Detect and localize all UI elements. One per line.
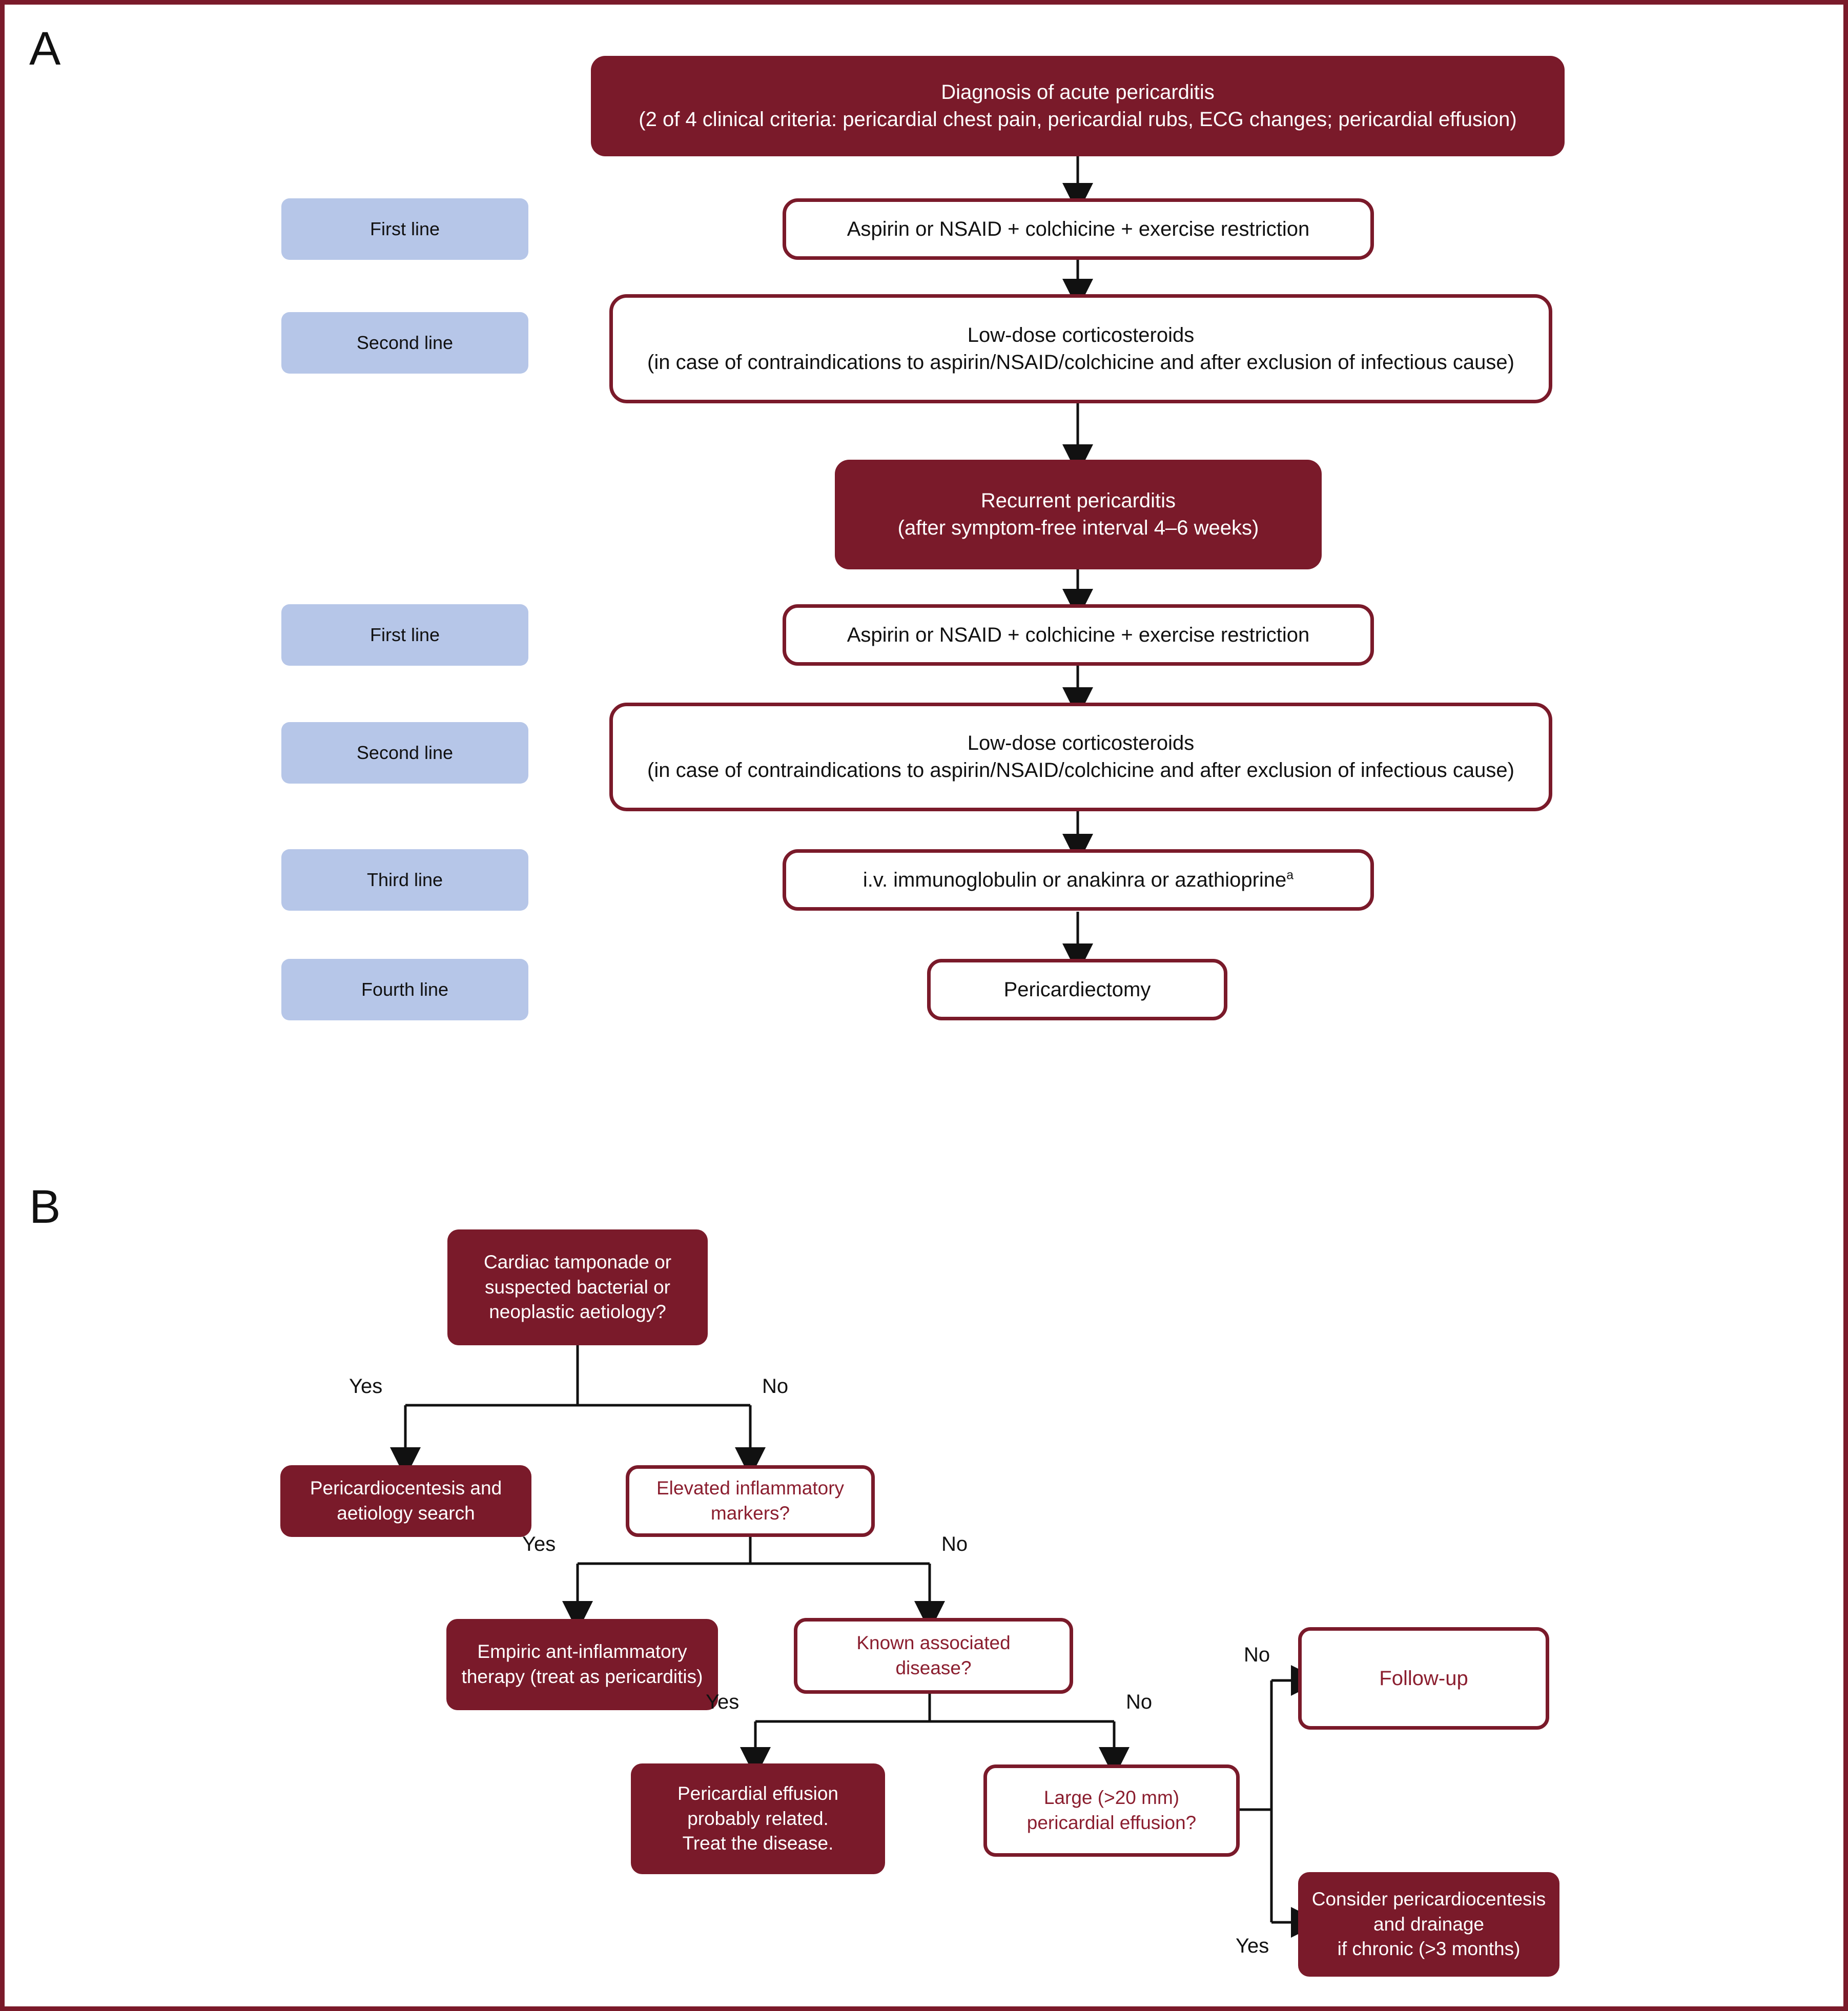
node-label-line1: Known associated: [856, 1632, 1011, 1654]
tag-label: Third line: [366, 869, 443, 890]
node-label: Follow-up: [1379, 1667, 1468, 1690]
node-second-line-therapy-recurrent: Low-dose corticosteroids (in case of con…: [609, 703, 1552, 811]
node-label-line2: markers?: [710, 1503, 790, 1524]
tag-third-line: Third line: [281, 849, 528, 911]
node-label-line2: probably related.: [687, 1808, 829, 1829]
footnote-marker: a: [1286, 868, 1294, 883]
node-diagnosis-line1: Diagnosis of acute pericarditis: [941, 81, 1215, 104]
node-first-line-therapy-recurrent: Aspirin or NSAID + colchicine + exercise…: [783, 604, 1374, 666]
edge-label-inflammatory-yes: Yes: [522, 1533, 556, 1555]
node-label: Pericardiectomy: [1003, 978, 1151, 1001]
node-label-line1: Cardiac tamponade or: [483, 1251, 672, 1273]
node-third-line-therapy: i.v. immunoglobulin or anakinra or azath…: [783, 849, 1374, 911]
node-label: Aspirin or NSAID + colchicine + exercise…: [847, 623, 1310, 646]
tag-label: First line: [369, 218, 440, 239]
node-label-line1: Empiric ant-inflammatory: [477, 1641, 687, 1663]
node-inflammatory-markers-question: Elevated inflammatory markers?: [626, 1465, 875, 1537]
node-label-line1: Low-dose corticosteroids: [967, 323, 1195, 346]
node-recurrent-pericarditis: Recurrent pericarditis (after symptom-fr…: [835, 460, 1322, 569]
tag-label: Fourth line: [361, 979, 449, 1000]
edge-label-root-yes: Yes: [349, 1375, 383, 1398]
panel-letter-b: B: [29, 1181, 61, 1233]
node-label-line1: Pericardial effusion: [677, 1782, 838, 1804]
node-label-line1: Consider pericardiocentesis: [1311, 1888, 1546, 1910]
tag-label: First line: [369, 624, 440, 645]
node-label-line2: (in case of contraindications to aspirin…: [647, 759, 1514, 782]
node-effusion-related: Pericardial effusion probably related. T…: [631, 1763, 885, 1874]
node-fourth-line-therapy: Pericardiectomy: [927, 959, 1227, 1020]
edge-label-large-no: No: [1244, 1644, 1270, 1666]
node-diagnosis: Diagnosis of acute pericarditis (2 of 4 …: [591, 56, 1565, 156]
node-label-line1: Recurrent pericarditis: [980, 489, 1176, 512]
node-label: Aspirin or NSAID + colchicine + exercise…: [847, 217, 1310, 240]
node-consider-pericardiocentesis: Consider pericardiocentesis and drainage…: [1298, 1872, 1559, 1977]
node-large-effusion-question: Large (>20 mm) pericardial effusion?: [983, 1764, 1240, 1857]
tag-label: Second line: [356, 332, 454, 353]
node-label-line2: (after symptom-free interval 4–6 weeks): [897, 517, 1259, 539]
tag-fourth-line: Fourth line: [281, 959, 528, 1020]
node-follow-up: Follow-up: [1298, 1627, 1549, 1730]
edge-label-inflammatory-no: No: [941, 1533, 968, 1555]
tag-second-line-recurrent: Second line: [281, 722, 528, 784]
node-diagnosis-line2: (2 of 4 clinical criteria: pericardial c…: [639, 108, 1517, 131]
node-label-text: i.v. immunoglobulin or anakinra or azath…: [863, 868, 1287, 891]
tag-first-line-recurrent: First line: [281, 604, 528, 666]
edge-label-large-yes: Yes: [1236, 1935, 1269, 1957]
node-label-line2: (in case of contraindications to aspirin…: [647, 351, 1514, 374]
node-pericardiocentesis-aetiology: Pericardiocentesis and aetiology search: [280, 1465, 531, 1537]
tag-first-line-acute: First line: [281, 198, 528, 260]
edge-label-known-yes: Yes: [706, 1691, 740, 1713]
node-tamponade-question: Cardiac tamponade or suspected bacterial…: [447, 1229, 708, 1345]
node-label-line2: and drainage: [1373, 1913, 1485, 1935]
node-label-line2: therapy (treat as pericarditis): [461, 1666, 703, 1687]
node-first-line-therapy: Aspirin or NSAID + colchicine + exercise…: [783, 198, 1374, 260]
node-label-line1: Elevated inflammatory: [656, 1478, 845, 1499]
node-label-line3: if chronic (>3 months): [1337, 1938, 1521, 1960]
node-known-disease-question: Known associated disease?: [794, 1618, 1073, 1694]
node-label-line3: Treat the disease.: [682, 1833, 834, 1854]
panel-letter-a: A: [29, 23, 61, 75]
node-label-line2: pericardial effusion?: [1026, 1812, 1197, 1833]
tag-second-line-acute: Second line: [281, 312, 528, 374]
node-label-line2: disease?: [895, 1657, 972, 1678]
node-label: i.v. immunoglobulin or anakinra or azath…: [863, 867, 1293, 894]
node-label-line1: Low-dose corticosteroids: [967, 732, 1195, 755]
edge-label-root-no: No: [762, 1375, 789, 1398]
node-label-line1: Pericardiocentesis and: [310, 1478, 502, 1499]
tag-label: Second line: [356, 742, 454, 763]
node-label-line3: neoplastic aetiology?: [489, 1301, 666, 1323]
node-label-line2: aetiology search: [337, 1503, 475, 1524]
node-label-line2: suspected bacterial or: [485, 1276, 670, 1298]
node-empiric-therapy: Empiric ant-inflammatory therapy (treat …: [446, 1619, 718, 1710]
node-second-line-therapy: Low-dose corticosteroids (in case of con…: [609, 294, 1552, 403]
node-label-line1: Large (>20 mm): [1043, 1787, 1180, 1809]
edge-label-known-no: No: [1126, 1691, 1153, 1713]
